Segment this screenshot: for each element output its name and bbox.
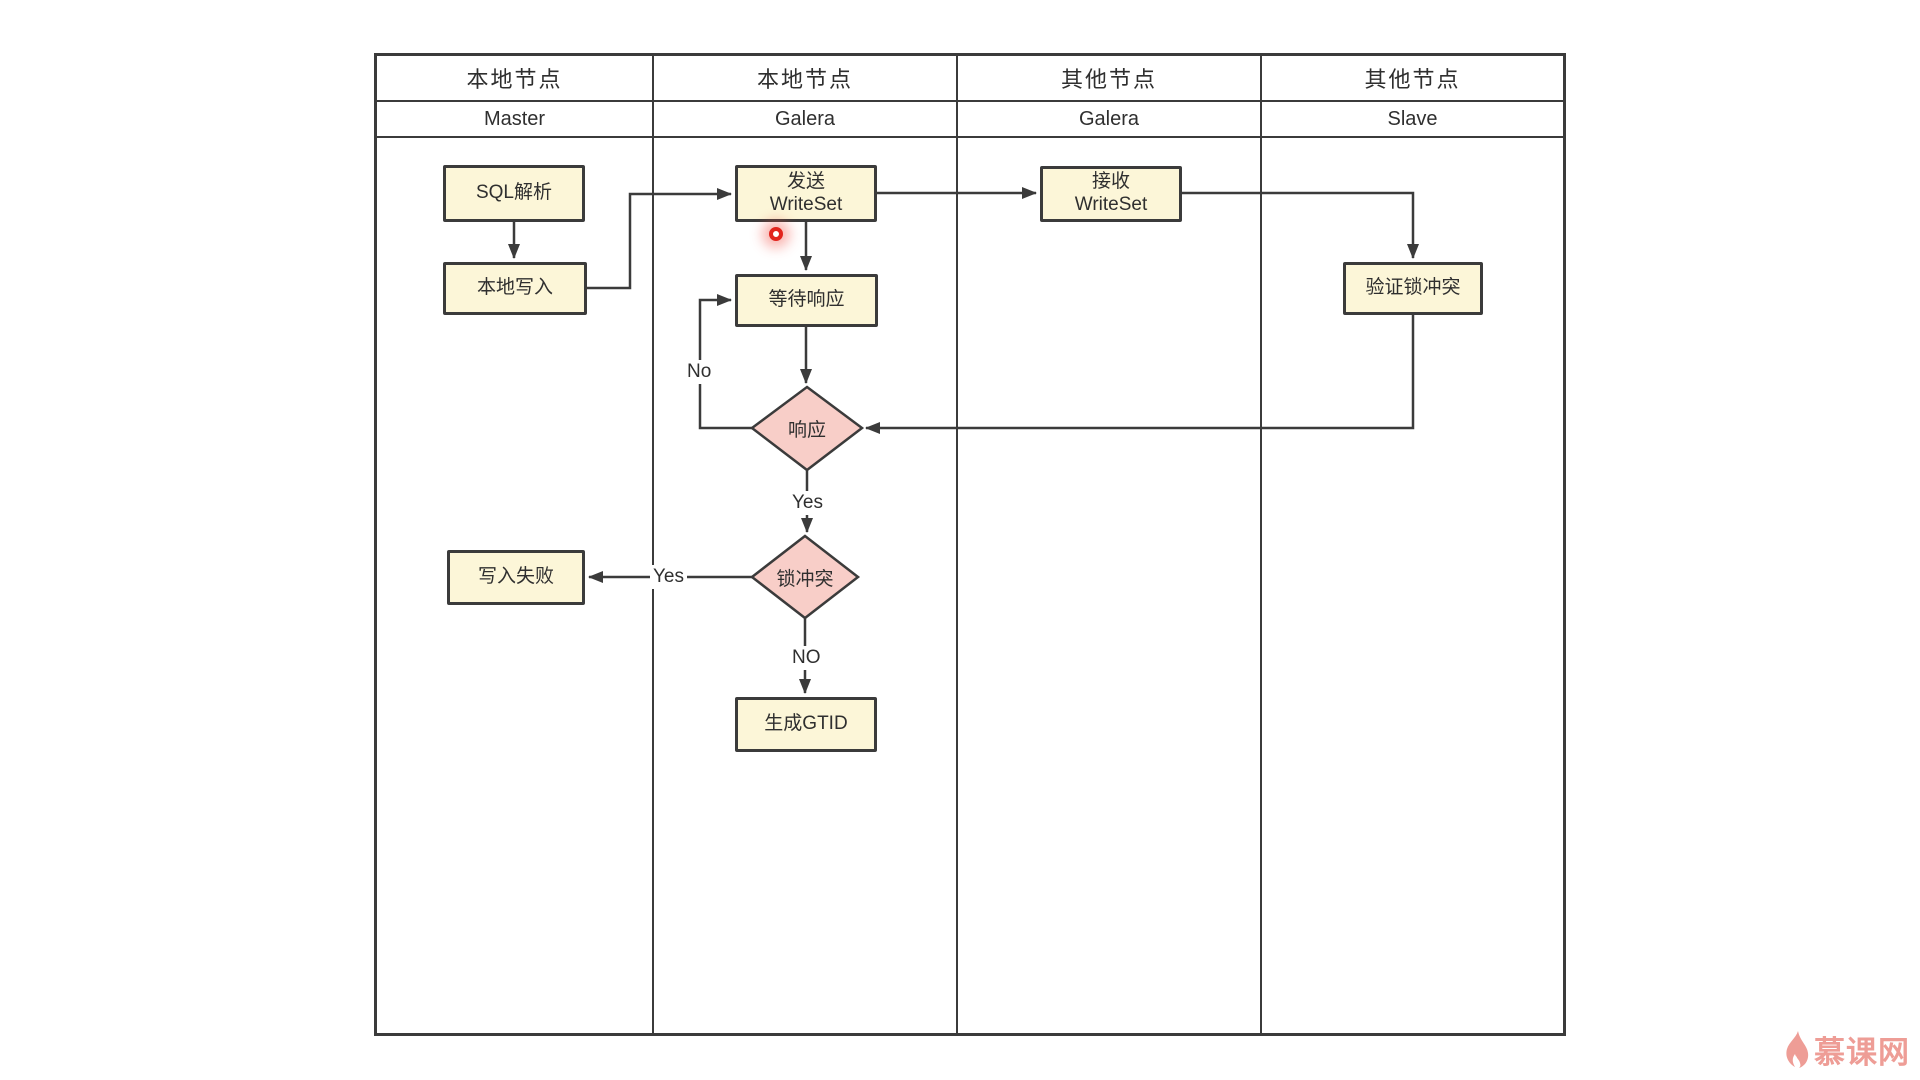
node-local-write: 本地写入	[443, 262, 587, 315]
edge-label-response-no: No	[684, 360, 715, 384]
lane-header-local-master: 本地节点	[377, 56, 654, 102]
node-wait-response: 等待响应	[735, 274, 878, 327]
lane-role-galera-2: Galera	[958, 102, 1262, 138]
lane-header-other-galera: 其他节点	[958, 56, 1262, 102]
connector-localwrite-to-sendwriteset	[587, 188, 732, 290]
decision-lock-conflict-shape	[749, 534, 861, 620]
flame-icon	[1786, 1030, 1809, 1068]
node-verify-lock-conflict: 验证锁冲突	[1343, 262, 1483, 315]
lane-header-other-slave: 其他节点	[1262, 56, 1563, 102]
node-sql-parse: SQL解析	[443, 165, 585, 222]
lane-role-master: Master	[377, 102, 654, 138]
edge-label-conflict-yes: Yes	[650, 565, 687, 589]
node-receive-writeset: 接收 WriteSet	[1040, 166, 1182, 222]
decision-lock-conflict-label: 锁冲突	[776, 568, 834, 590]
node-generate-gtid: 生成GTID	[735, 697, 877, 752]
edge-label-conflict-no: NO	[789, 646, 824, 670]
lane-role-galera-1: Galera	[654, 102, 958, 138]
connector-recvwriteset-to-verifylock	[1182, 191, 1419, 259]
decision-response-label: 响应	[787, 419, 826, 441]
lane-role-slave: Slave	[1262, 102, 1563, 138]
lane-header-local-galera: 本地节点	[654, 56, 958, 102]
node-write-fail: 写入失败	[447, 550, 585, 605]
node-send-writeset: 发送 WriteSet	[735, 165, 877, 222]
edge-label-response-yes: Yes	[789, 491, 826, 515]
lane-body-3	[958, 138, 1262, 1033]
lane-body-2	[654, 138, 958, 1033]
click-indicator-dot	[769, 227, 783, 241]
brand-text: 慕课网	[1814, 1035, 1910, 1070]
connector-verifylock-to-response	[865, 315, 1415, 434]
imooc-watermark: 慕课网	[1782, 1027, 1910, 1072]
decision-response-shape	[749, 385, 865, 472]
